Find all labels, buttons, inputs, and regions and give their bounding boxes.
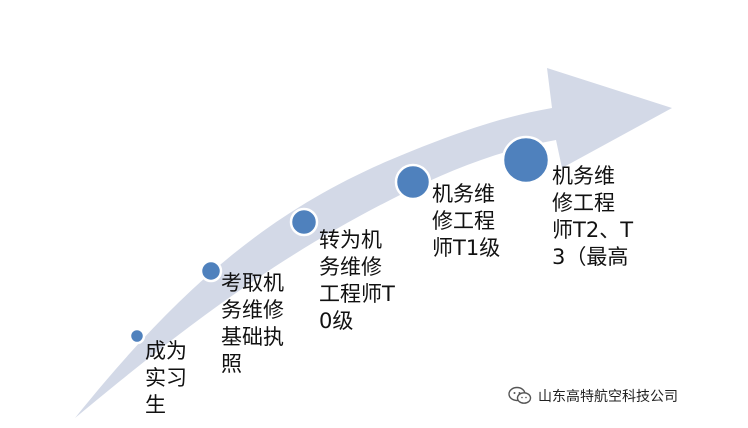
stage-node-5 [501,135,551,185]
stage-node-1 [128,327,146,345]
stage-label-t1-engineer: 机务维修工程师T1级 [432,182,501,260]
stage-label-t2-t3-engineer: 机务维修工程师T2、T3（最高 [552,164,634,269]
stage-label-intern: 成为实习生 [145,339,187,417]
stage-node-4 [394,163,432,201]
watermark-text: 山东高特航空科技公司 [538,389,678,405]
growth-arrow [75,68,672,418]
wechat-icon [508,386,532,404]
watermark: 山东高特航空科技公司 [508,384,678,408]
stage-node-2 [199,259,223,283]
stage-label-t0-engineer: 转为机务维修工程师T0级 [319,228,395,333]
stage-label-basic-license: 考取机务维修基础执照 [221,271,284,376]
stage-node-3 [289,207,319,237]
